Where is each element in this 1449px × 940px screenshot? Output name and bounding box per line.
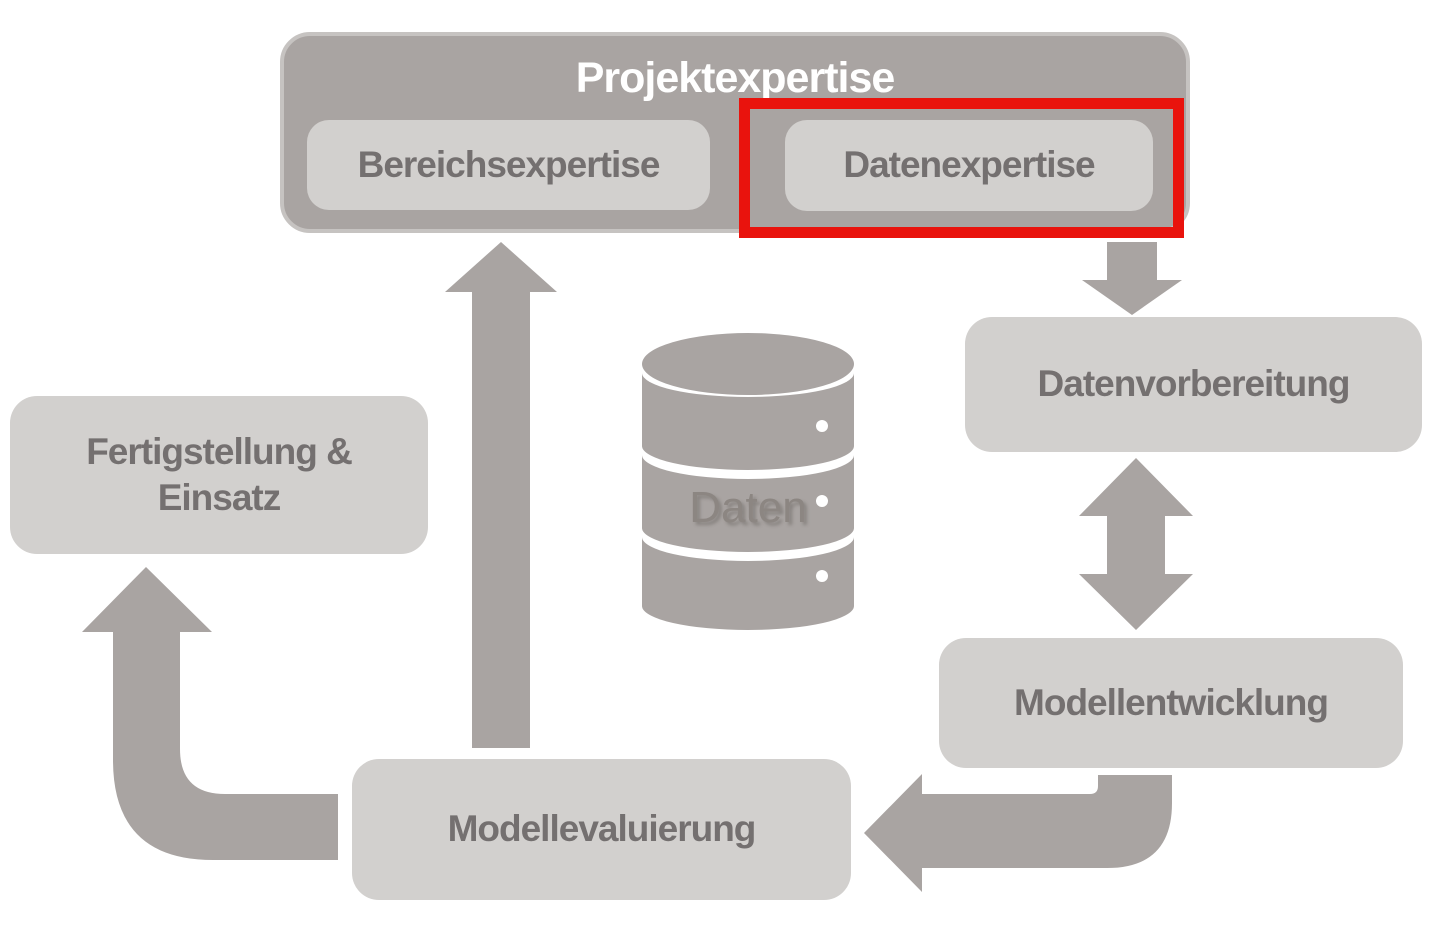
node-label-line1: Fertigstellung & <box>86 430 353 472</box>
node-bereichsexpertise: Bereichsexpertise <box>307 120 710 210</box>
node-modellentwicklung: Modellentwicklung <box>939 638 1403 768</box>
group-title: Projektexpertise <box>575 54 896 102</box>
arrow-datenexpertise-to-datenvorbereitung <box>1082 242 1182 315</box>
database-indicator-dot <box>816 570 828 582</box>
arrow-bidirectional-datenvorbereitung-modellentwicklung <box>1079 458 1193 630</box>
arrow-modellentwicklung-to-modellevaluierung <box>864 774 1172 892</box>
database-label: Daten <box>689 483 807 532</box>
database-icon <box>642 333 854 630</box>
node-label: Modellevaluierung <box>447 808 757 850</box>
node-datenexpertise: Datenexpertise <box>785 120 1153 211</box>
node-datenvorbereitung: Datenvorbereitung <box>965 317 1422 452</box>
node-label-line2: Einsatz <box>157 477 282 518</box>
node-modellevaluierung: Modellevaluierung <box>352 759 851 900</box>
node-label: Datenexpertise <box>843 144 1095 186</box>
node-label: Modellentwicklung <box>1014 681 1329 723</box>
database-indicator-dot <box>816 420 828 432</box>
database-indicator-dot <box>816 495 828 507</box>
arrow-modellevaluierung-to-projektexpertise <box>445 242 557 748</box>
node-fertigstellung-einsatz: Fertigstellung & Einsatz <box>10 396 428 554</box>
node-label: Datenvorbereitung <box>1037 363 1351 405</box>
arrow-modellevaluierung-to-fertigstellung <box>82 567 338 860</box>
node-label: Bereichsexpertise <box>357 143 661 185</box>
highlight-box-datenexpertise <box>739 98 1184 238</box>
